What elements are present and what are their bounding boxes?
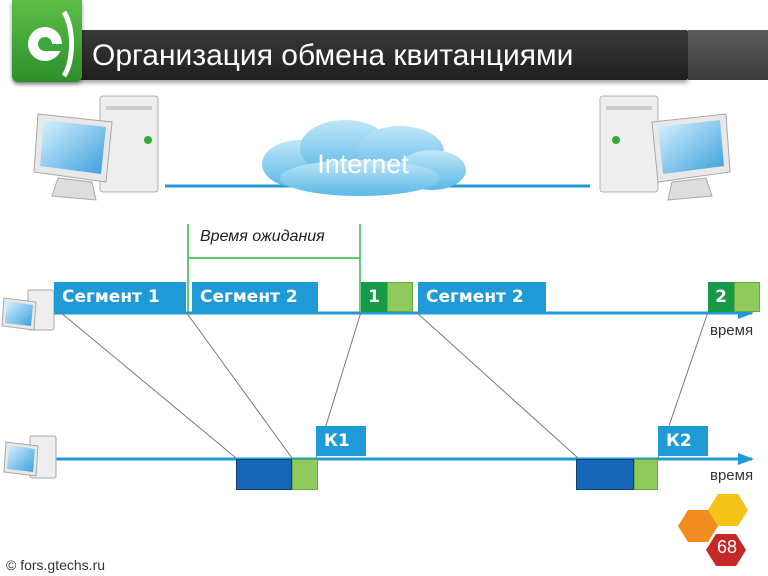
sender-computer-icon — [1, 289, 55, 331]
page-number: 68 — [716, 537, 738, 557]
title-bar — [14, 30, 688, 80]
receiver-computer-icon — [3, 435, 57, 479]
ack-block-1 — [292, 459, 318, 490]
computer-left-icon — [33, 95, 159, 201]
transfer-line-segment2 — [185, 311, 293, 459]
internet-label: Internet — [317, 149, 409, 179]
sender-time-label: время — [710, 322, 754, 339]
footer-site: © fors.gtechs.ru — [6, 557, 106, 573]
ack-received-marker-1 — [387, 282, 413, 312]
segment-1-box: Сегмент 1 — [54, 282, 186, 312]
received-block-1 — [236, 459, 292, 490]
transfer-line-segment2-resend — [415, 311, 579, 459]
ack-received-marker-2 — [734, 282, 760, 312]
ack-number-2-box: 2 — [708, 282, 734, 312]
ack-block-2 — [634, 459, 658, 490]
title-bar-accent — [688, 30, 768, 80]
logo-mark — [28, 10, 74, 78]
logo — [12, 0, 82, 82]
computer-right-icon — [599, 95, 731, 201]
received-block-2 — [576, 459, 634, 490]
page-title: Организация обмена квитанциями — [92, 39, 574, 72]
ack-k2-box: К2 — [658, 426, 708, 456]
transfer-line-segment1 — [59, 311, 237, 459]
wait-time-label: Время ожидания — [200, 228, 325, 245]
internet-cloud-icon — [262, 120, 466, 196]
segment-2-resend-box: Сегмент 2 — [418, 282, 546, 312]
ack-number-1-box: 1 — [361, 282, 387, 312]
segment-2-box: Сегмент 2 — [192, 282, 318, 312]
receiver-time-label: время — [710, 467, 754, 484]
hexagon-logo-icon — [678, 494, 748, 566]
ack-k1-box: К1 — [316, 426, 366, 456]
